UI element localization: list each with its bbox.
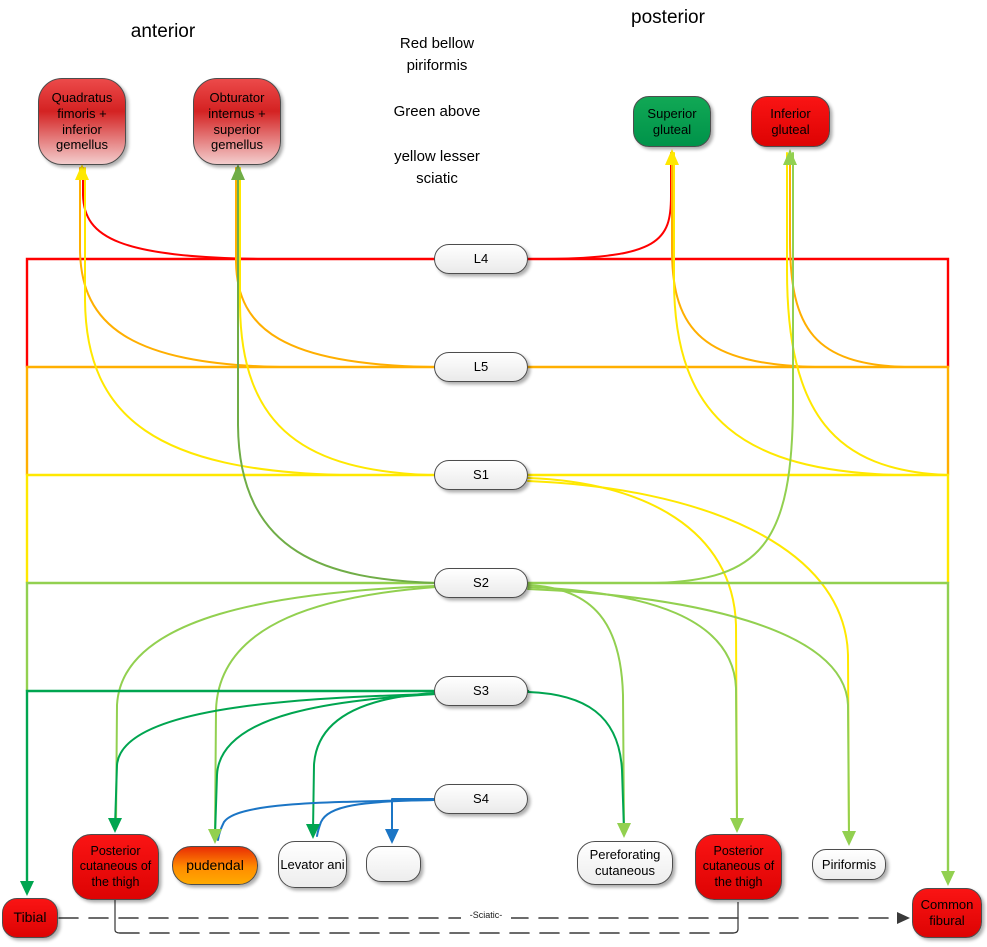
root-S3: S3 — [434, 676, 528, 706]
arrow-pereforating — [617, 823, 631, 838]
node-pereforating-cutaneous: Pereforating cutaneous — [577, 841, 673, 885]
node-tibial: Tibial — [2, 898, 58, 938]
node-piriformis: Piriformis — [812, 849, 886, 880]
arrow-common-fibural — [941, 871, 955, 886]
node-inferior-gluteal: Inferior gluteal — [751, 96, 830, 147]
node-unnamed — [366, 846, 421, 882]
legend-red: Red bellow piriformis — [399, 35, 475, 74]
root-S2: S2 — [434, 568, 528, 598]
node-levator-ani: Levator ani — [278, 841, 347, 888]
node-common-fibural: Common fibural — [912, 888, 982, 938]
heading-anterior: anterior — [130, 21, 196, 42]
arrow-levator-ani — [306, 824, 320, 839]
arrow-inferior-gluteal — [783, 149, 797, 165]
root-S4: S4 — [434, 784, 528, 814]
arrow-obturator — [231, 164, 245, 180]
arrow-quadratus — [75, 164, 89, 180]
legend-green: Green above — [393, 103, 481, 120]
root-L4: L4 — [434, 244, 528, 274]
legend-yellow: yellow lesser sciatic — [394, 148, 480, 187]
arrow-posterior-cutaneous-right — [730, 818, 744, 833]
root-S1: S1 — [434, 460, 528, 490]
arrow-posterior-cutaneous-left — [108, 818, 122, 833]
arrow-pudendal — [208, 829, 222, 844]
node-pudendal: pudendal — [172, 846, 258, 885]
node-quadratus-femoris: Quadratus fimoris + inferior gemellus — [38, 78, 126, 165]
arrow-piriformis — [842, 831, 856, 846]
arrow-superior-gluteal — [665, 149, 679, 165]
arrow-sciatic — [897, 912, 910, 924]
arrow-unnamed — [385, 829, 399, 844]
arrow-tibial — [20, 881, 34, 896]
heading-posterior: posterior — [631, 7, 705, 28]
node-posterior-cutaneous-right: Posterior cutaneous of the thigh — [695, 834, 782, 900]
node-posterior-cutaneous-left: Posterior cutaneous of the thigh — [72, 834, 159, 900]
node-obturator-internus: Obturator internus + superior gemellus — [193, 78, 281, 165]
root-L5: L5 — [434, 352, 528, 382]
node-superior-gluteal: Superior gluteal — [633, 96, 711, 147]
sciatic-label: -Sciatic- — [461, 910, 511, 920]
